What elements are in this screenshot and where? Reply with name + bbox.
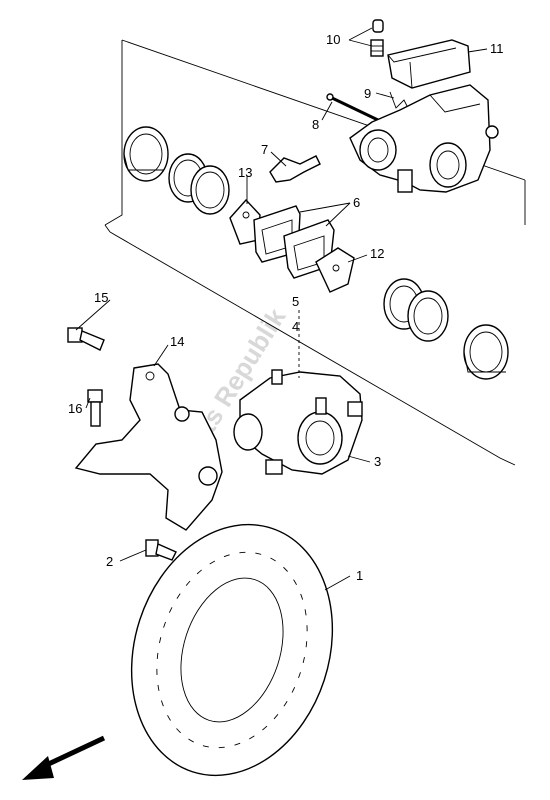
piston-seal-upper-2 [190,165,230,215]
piston-upper-left [123,126,169,182]
callout-1: 1 [356,568,363,583]
callout-11: 11 [490,41,504,56]
pad-cover [387,39,471,89]
callout-9: 9 [364,86,371,101]
pad-shim [229,198,261,245]
callout-8: 8 [312,117,319,132]
callout-12: 12 [370,246,384,261]
callout-7: 7 [261,142,268,157]
caliper-pin [326,93,379,122]
callout-16: 16 [68,401,82,416]
bleed-screw [370,19,384,57]
brake-disc [130,523,334,777]
bracket-bolt-16 [87,389,103,427]
callout-13: 13 [238,165,252,180]
disc-bolt [145,539,177,561]
callout-5: 5 [292,294,299,309]
caliper-assembly [233,369,363,475]
callout-14: 14 [170,334,184,349]
front-arrow-icon [22,735,106,780]
piston-seal-lower-2 [407,290,449,342]
callout-3: 3 [374,454,381,469]
pad-shim-outer [315,247,355,293]
bracket-bolt-15 [67,327,105,351]
leader-lines [75,27,488,591]
callout-15: 15 [94,290,108,305]
pad-spring [269,155,321,183]
piston-lower-right [463,324,509,380]
caliper-bracket [74,363,223,531]
caliper-body-upper [349,84,499,193]
callout-10: 10 [326,32,340,47]
callout-6: 6 [353,195,360,210]
callout-2: 2 [106,554,113,569]
callout-4: 4 [292,319,299,334]
